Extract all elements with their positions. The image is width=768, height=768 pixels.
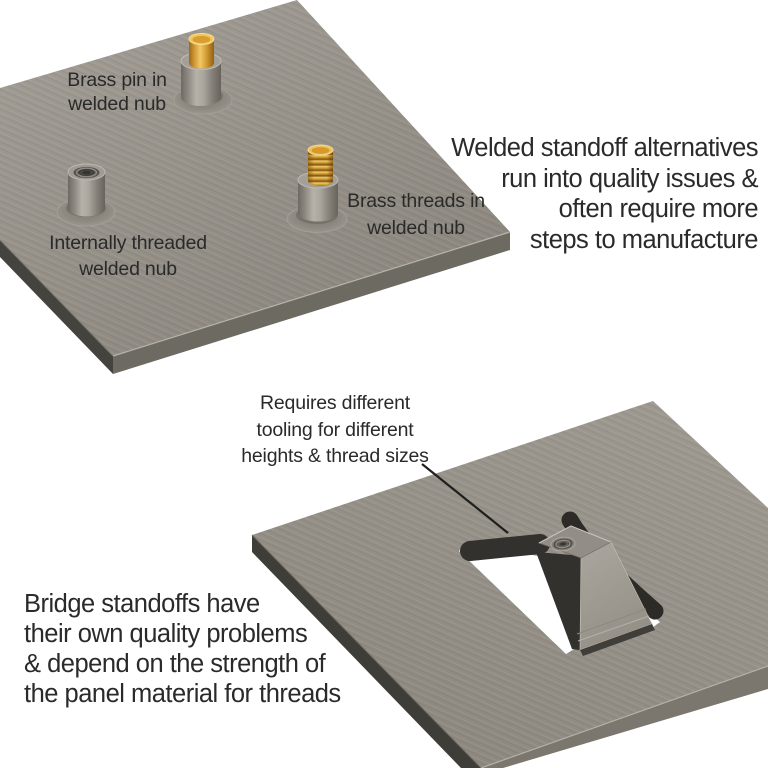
bottom-plate-edge-line <box>251 534 482 768</box>
annotation-tooling: Requires different tooling for different… <box>241 390 429 470</box>
top-plate-edge-line <box>0 239 114 357</box>
brass-threads-nub <box>286 144 348 233</box>
text-line: heights & thread sizes <box>241 445 429 467</box>
brass-pin-nub <box>173 33 233 115</box>
text-line: welded nub <box>79 258 177 280</box>
bridge-bend-line-1 <box>576 608 647 635</box>
bridge-standoff <box>459 511 664 656</box>
text-line: tooling for different <box>256 418 414 441</box>
text-line: Requires different <box>260 392 410 414</box>
text-line: Bridge standoffs have <box>24 590 260 618</box>
bridge-foot-shadow <box>580 624 655 656</box>
label-brass-threads: Brass threads in welded nub <box>347 188 485 242</box>
internally-threaded-nub <box>56 163 116 227</box>
text-line: often require more <box>558 195 759 223</box>
text-line: steps to manufacture <box>529 225 759 254</box>
caption-bridge-standoffs: Bridge standoffs have their own quality … <box>24 589 341 709</box>
text-line: Brass threads in <box>347 190 485 212</box>
bridge-slot-left <box>460 534 550 561</box>
top-plate-side-right <box>113 232 510 374</box>
text-line: Welded standoff alternatives <box>451 134 758 162</box>
caption-welded-standoffs: Welded standoff alternatives run into qu… <box>451 133 758 255</box>
label-brass-pin: Brass pin in welded nub <box>67 68 167 116</box>
brass-pin <box>188 33 215 69</box>
text-line: run into quality issues & <box>501 164 758 193</box>
bridge-top-edge-highlight <box>538 525 612 544</box>
text-line: & depend on the strength of <box>24 650 326 678</box>
brass-threaded-stud <box>307 144 334 186</box>
text-line: welded nub <box>68 93 166 115</box>
top-plate-edge-highlight <box>112 231 511 357</box>
text-line: Internally threaded <box>49 232 207 254</box>
bottom-plate <box>251 401 768 768</box>
label-internally-threaded: Internally threaded welded nub <box>49 230 207 282</box>
text-line: their own quality problems <box>24 620 308 648</box>
bottom-plate-edge-highlight <box>480 665 768 768</box>
top-plate-brush-texture <box>0 0 510 356</box>
bridge-cutout-opening <box>459 543 576 654</box>
top-plate <box>0 0 511 374</box>
annotation-leader-line <box>421 463 509 534</box>
bridge-shadow-left <box>536 552 592 652</box>
bridge-threaded-hole <box>550 536 576 552</box>
text-line: Brass pin in <box>67 69 167 91</box>
top-plate-side-left <box>0 240 113 374</box>
bridge-bend-line-2 <box>577 615 650 642</box>
text-line: welded nub <box>367 217 465 239</box>
text-line: the panel material for threads <box>24 680 341 708</box>
